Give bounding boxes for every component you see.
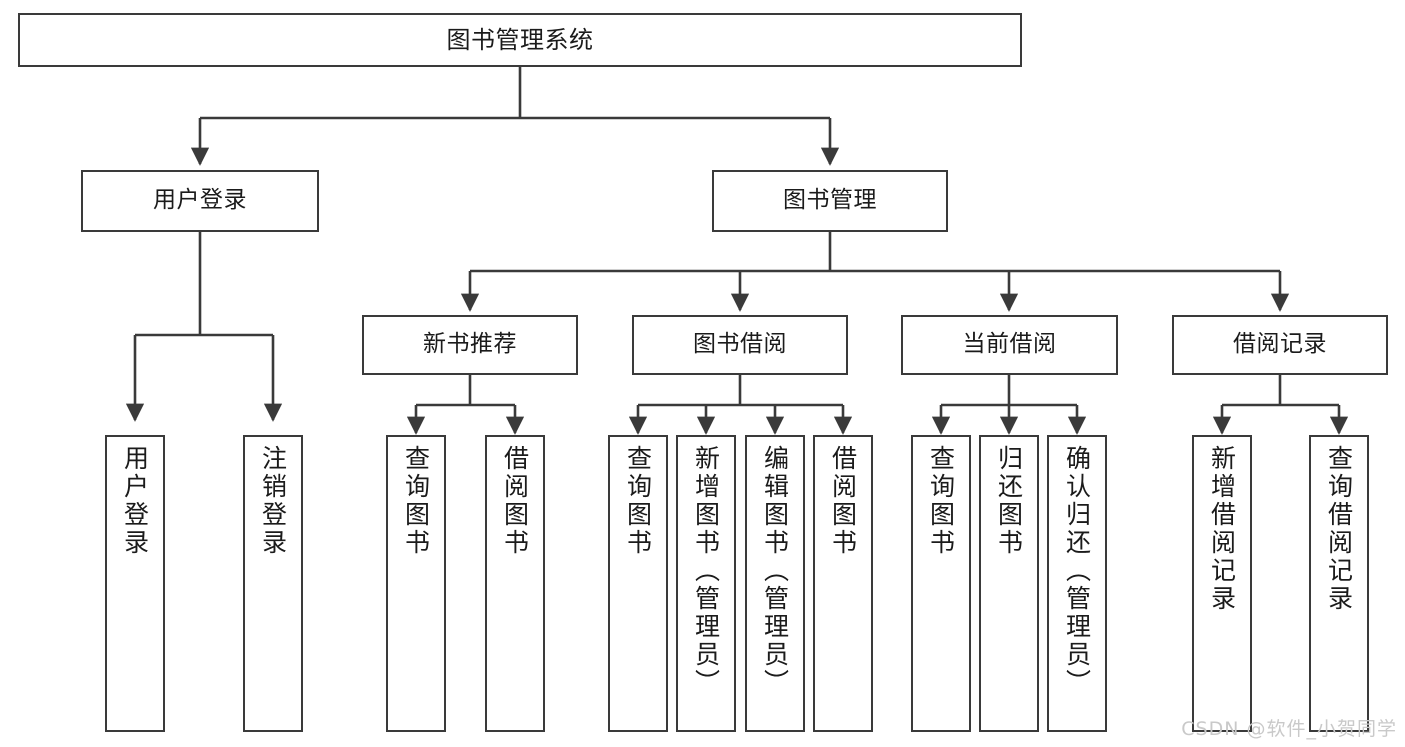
node-leaf-borrow-book-2[interactable]: 借阅图书 — [813, 435, 873, 732]
node-current-borrow[interactable]: 当前借阅 — [901, 315, 1118, 375]
node-label: 归还图书 — [994, 445, 1024, 557]
node-leaf-borrow-book-1[interactable]: 借阅图书 — [485, 435, 545, 732]
node-label: 用户登录 — [120, 445, 150, 557]
node-label: 查询图书 — [926, 445, 956, 557]
node-borrow-record[interactable]: 借阅记录 — [1172, 315, 1388, 375]
node-label: 图书借阅 — [693, 331, 787, 358]
node-leaf-query-record[interactable]: 查询借阅记录 — [1309, 435, 1369, 732]
node-label: 注销登录 — [258, 445, 288, 557]
node-new-book-recommend[interactable]: 新书推荐 — [362, 315, 578, 375]
node-label: 新增图书（管理员） — [691, 445, 721, 697]
node-leaf-query-book-1[interactable]: 查询图书 — [386, 435, 446, 732]
node-label: 新书推荐 — [423, 331, 517, 358]
node-book-borrow[interactable]: 图书借阅 — [632, 315, 848, 375]
node-user-login[interactable]: 用户登录 — [81, 170, 319, 232]
node-leaf-user-login[interactable]: 用户登录 — [105, 435, 165, 732]
csdn-watermark: CSDN @软件_小贺同学 — [1181, 718, 1397, 740]
node-label: 当前借阅 — [962, 331, 1057, 358]
node-label: 图书管理系统 — [446, 25, 594, 54]
node-leaf-query-book-3[interactable]: 查询图书 — [911, 435, 971, 732]
node-label: 查询图书 — [623, 445, 653, 557]
node-leaf-add-book[interactable]: 新增图书（管理员） — [676, 435, 736, 732]
node-leaf-confirm-return[interactable]: 确认归还（管理员） — [1047, 435, 1107, 732]
node-label: 编辑图书（管理员） — [760, 445, 790, 697]
node-label: 用户登录 — [153, 187, 247, 214]
node-root-book-management-system[interactable]: 图书管理系统 — [18, 13, 1022, 67]
node-label: 查询图书 — [401, 445, 431, 557]
node-label: 新增借阅记录 — [1207, 445, 1237, 613]
node-leaf-add-record[interactable]: 新增借阅记录 — [1192, 435, 1252, 732]
node-leaf-edit-book[interactable]: 编辑图书（管理员） — [745, 435, 805, 732]
node-label: 借阅图书 — [828, 445, 858, 557]
node-leaf-query-book-2[interactable]: 查询图书 — [608, 435, 668, 732]
node-leaf-return-book[interactable]: 归还图书 — [979, 435, 1039, 732]
node-label: 查询借阅记录 — [1324, 445, 1354, 613]
node-leaf-logout-login[interactable]: 注销登录 — [243, 435, 303, 732]
node-label: 借阅记录 — [1233, 331, 1327, 358]
node-label: 借阅图书 — [500, 445, 530, 557]
node-label: 图书管理 — [783, 187, 877, 214]
node-label: 确认归还（管理员） — [1062, 445, 1092, 697]
node-book-management[interactable]: 图书管理 — [712, 170, 948, 232]
